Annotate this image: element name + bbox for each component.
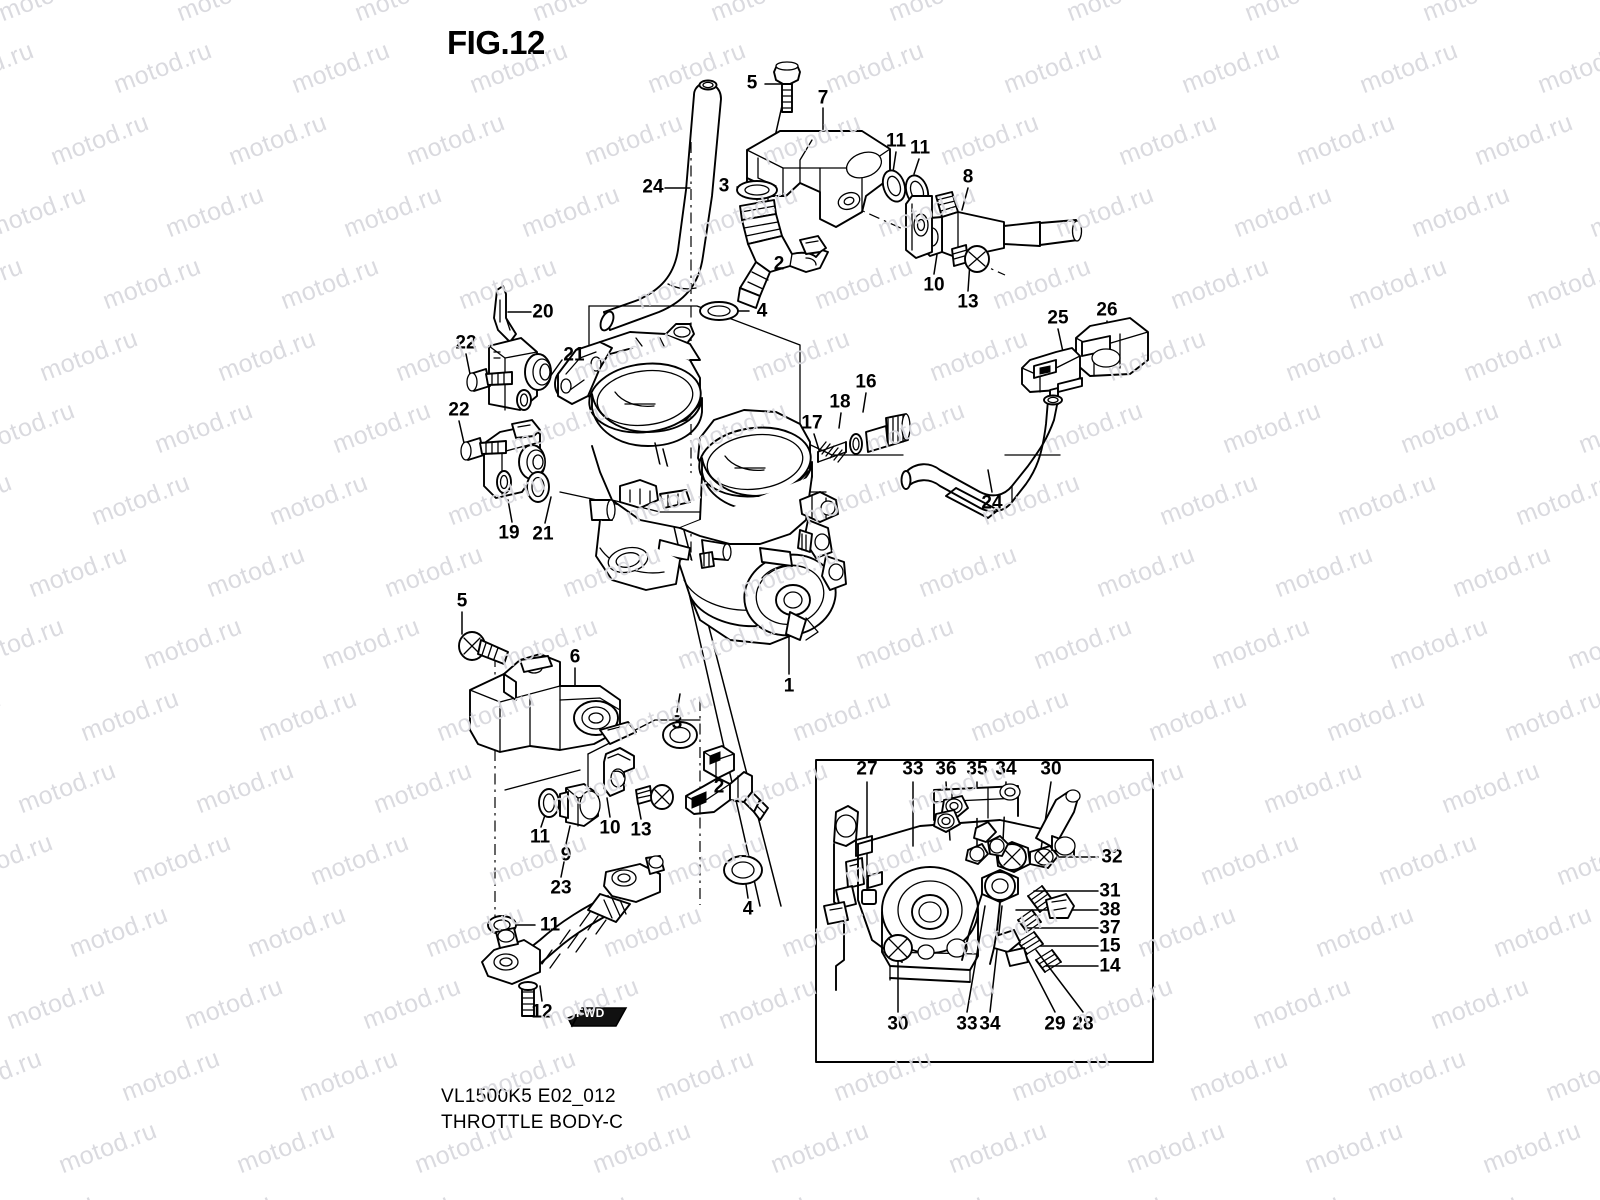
callout-7: 7 bbox=[817, 87, 829, 109]
part-26-connector bbox=[1075, 317, 1149, 377]
inset-detail-drawing bbox=[823, 781, 1099, 1013]
callout-18: 18 bbox=[829, 391, 851, 413]
part-21-oring-lower bbox=[526, 471, 550, 503]
callout-31: 31 bbox=[1099, 880, 1121, 902]
callout-22-lower: 22 bbox=[448, 399, 470, 421]
callout-10-lower: 10 bbox=[599, 817, 621, 839]
callout-24-right: 24 bbox=[981, 492, 1003, 514]
callout-1: 1 bbox=[783, 675, 795, 697]
callout-11-b: 11 bbox=[909, 137, 931, 159]
part-25-sensor-connector bbox=[1021, 347, 1083, 405]
part-3-oring-lower bbox=[662, 721, 698, 749]
part-8-pressure-regulator bbox=[921, 191, 1083, 259]
part-4-oring-upper bbox=[699, 301, 739, 321]
callout-24-upper: 24 bbox=[642, 176, 664, 198]
callout-17: 17 bbox=[801, 412, 823, 434]
callout-11-a: 11 bbox=[885, 130, 907, 152]
fwd-label: FWD bbox=[576, 1006, 605, 1020]
part-23-fuel-hose bbox=[481, 855, 665, 985]
callout-26: 26 bbox=[1096, 299, 1118, 321]
callout-15: 15 bbox=[1099, 935, 1121, 957]
part-4-oring-lower bbox=[723, 855, 763, 885]
callout-30-lower: 30 bbox=[887, 1013, 909, 1035]
callout-37: 37 bbox=[1099, 917, 1121, 939]
part-24-hose-upper bbox=[599, 79, 722, 332]
callout-32: 32 bbox=[1101, 846, 1123, 868]
callout-10-upper: 10 bbox=[923, 274, 945, 296]
callout-4-lower: 4 bbox=[742, 898, 754, 920]
callout-14: 14 bbox=[1099, 955, 1121, 977]
callout-21-upper: 21 bbox=[563, 344, 585, 366]
part-13-screw-upper bbox=[951, 244, 990, 273]
callout-11-c: 11 bbox=[529, 826, 551, 848]
part-2-injector-lower bbox=[685, 745, 769, 821]
callout-23: 23 bbox=[550, 877, 572, 899]
callout-35: 35 bbox=[966, 758, 988, 780]
part-20-sensor-lever bbox=[493, 285, 517, 343]
callout-33-lower: 33 bbox=[956, 1013, 978, 1035]
part-10-bracket-upper bbox=[905, 195, 933, 259]
part-1-throttle-body bbox=[557, 323, 847, 645]
callout-2-lower: 2 bbox=[713, 776, 725, 798]
part-22-bolt-upper bbox=[466, 368, 513, 392]
callout-6: 6 bbox=[569, 646, 581, 668]
part-2-injector-upper bbox=[737, 199, 829, 309]
callout-5-upper: 5 bbox=[746, 72, 758, 94]
part-17-spring bbox=[817, 441, 847, 463]
callout-12: 12 bbox=[531, 1001, 553, 1023]
callout-36: 36 bbox=[935, 758, 957, 780]
callout-11-d: 11 bbox=[539, 914, 561, 936]
part-20-tps-sensor-body bbox=[488, 337, 552, 411]
callout-27: 27 bbox=[856, 758, 878, 780]
callout-21-lower: 21 bbox=[532, 523, 554, 545]
part-9-pipe-joint bbox=[559, 783, 601, 827]
callout-13-upper: 13 bbox=[957, 291, 979, 313]
callout-2-upper: 2 bbox=[773, 253, 785, 275]
callout-22-upper: 22 bbox=[455, 332, 477, 354]
spring-14 bbox=[1035, 949, 1062, 973]
callout-30-upper: 30 bbox=[1040, 758, 1062, 780]
part-5-bolt-lower bbox=[458, 631, 509, 665]
part-24-hose-right bbox=[900, 394, 1063, 519]
callout-34-lower: 34 bbox=[979, 1013, 1001, 1035]
part-3-oring-upper bbox=[736, 180, 778, 200]
part-5-bolt-upper bbox=[773, 61, 801, 113]
callout-29: 29 bbox=[1044, 1013, 1066, 1035]
callout-3-upper: 3 bbox=[718, 175, 730, 197]
figure-title: FIG.12 bbox=[447, 24, 545, 61]
part-22-bolt-lower bbox=[460, 437, 507, 461]
part-10-clip-lower bbox=[603, 747, 635, 797]
callout-25: 25 bbox=[1047, 307, 1069, 329]
callout-8: 8 bbox=[962, 166, 974, 188]
part-11-oring-a-lower bbox=[538, 788, 560, 818]
part-18-oring bbox=[849, 433, 863, 455]
callout-34-upper: 34 bbox=[995, 758, 1017, 780]
callout-33-upper: 33 bbox=[902, 758, 924, 780]
callout-38: 38 bbox=[1099, 899, 1121, 921]
fwd-direction-marker: FWD bbox=[566, 1000, 628, 1037]
figure-name: THROTTLE BODY-C bbox=[441, 1112, 624, 1133]
callout-16: 16 bbox=[855, 371, 877, 393]
callout-13-lower: 13 bbox=[630, 819, 652, 841]
part-12-bolt bbox=[518, 981, 538, 1017]
figure-code: VL1500K5 E02_012 bbox=[441, 1086, 616, 1107]
callout-9: 9 bbox=[560, 844, 572, 866]
inset-frame bbox=[815, 759, 1154, 1063]
part-13-screw-lower bbox=[635, 784, 674, 810]
part-6-fuel-rail-lower bbox=[469, 653, 637, 753]
part-16-adjust-screw bbox=[865, 413, 911, 453]
callout-3-lower: 3 bbox=[671, 712, 683, 734]
spring-37 bbox=[1017, 909, 1042, 933]
callout-28: 28 bbox=[1072, 1013, 1094, 1035]
callout-5-lower: 5 bbox=[456, 590, 468, 612]
callout-4-upper: 4 bbox=[756, 300, 768, 322]
throttle-cam bbox=[743, 553, 837, 641]
callout-20: 20 bbox=[532, 301, 554, 323]
callout-19: 19 bbox=[498, 522, 520, 544]
